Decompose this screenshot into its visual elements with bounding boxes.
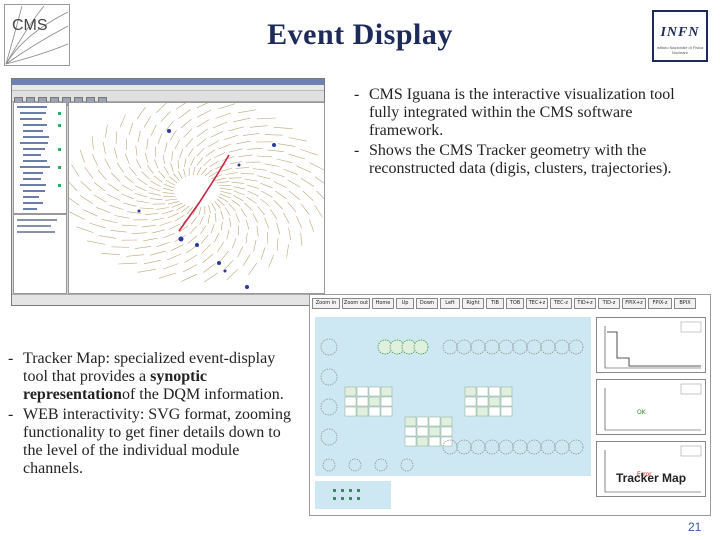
iguana-toolbar bbox=[12, 91, 324, 106]
bullet-iguana: -CMS Iguana is the interactive visualiza… bbox=[354, 86, 675, 139]
toolbar-button-home[interactable]: Home bbox=[372, 298, 394, 309]
svg-text:OK: OK bbox=[637, 409, 647, 416]
toolbar-button-zoom-in[interactable]: Zoom in bbox=[312, 298, 340, 309]
page-number: 21 bbox=[688, 520, 702, 534]
iguana-properties-panel bbox=[13, 214, 67, 294]
infn-logo-subtext: Istituto Nazionale di Fisica Nucleare bbox=[656, 45, 704, 55]
slide-title: Event Display bbox=[267, 18, 453, 51]
toolbar-button-tob[interactable]: TOB bbox=[506, 298, 524, 309]
cms-logo: CMS bbox=[4, 4, 70, 66]
infn-logo-text: INFN bbox=[660, 25, 700, 40]
toolbar-button-right[interactable]: Right bbox=[462, 298, 484, 309]
iguana-statusbar bbox=[12, 294, 324, 305]
histogram-panel: Error bbox=[596, 441, 706, 497]
bullet-web-interactivity: -WEB interactivity: SVG format, zooming … bbox=[8, 406, 291, 477]
bullet-tracker-map: -Tracker Map: specialized event-display … bbox=[8, 350, 284, 403]
left-bullet-list: -Tracker Map: specialized event-display … bbox=[8, 350, 300, 480]
toolbar-button-down[interactable]: Down bbox=[416, 298, 438, 309]
toolbar-button-tec-z[interactable]: TEC+z bbox=[526, 298, 548, 309]
svg-text:CMS: CMS bbox=[12, 17, 48, 34]
toolbar-button-left[interactable]: Left bbox=[440, 298, 460, 309]
toolbar-button-bpix[interactable]: BPIX bbox=[674, 298, 696, 309]
tracker-map-label: Tracker Map bbox=[616, 471, 687, 485]
histogram-panels: OK Error bbox=[596, 317, 706, 497]
toolbar-button-fpix-z[interactable]: FPIX+z bbox=[622, 298, 646, 309]
iguana-tree-panel bbox=[13, 102, 67, 214]
svg-text:Error: Error bbox=[637, 471, 652, 478]
toolbar-button-zoom-out[interactable]: Zoom out bbox=[342, 298, 370, 309]
toolbar-button-tib[interactable]: TIB bbox=[486, 298, 504, 309]
toolbar-button-fpix-z[interactable]: FPIX-z bbox=[648, 298, 672, 309]
bullet-geometry: -Shows the CMS Tracker geometry with the… bbox=[354, 142, 672, 177]
tracker-map-overview[interactable] bbox=[315, 481, 391, 509]
iguana-screenshot bbox=[11, 78, 329, 306]
toolbar-button-tec-z[interactable]: TEC-z bbox=[550, 298, 572, 309]
infn-logo: INFN Istituto Nazionale di Fisica Nuclea… bbox=[652, 10, 708, 62]
toolbar-button-tid-z[interactable]: TID-z bbox=[598, 298, 620, 309]
toolbar-button-tid-z[interactable]: TID+z bbox=[574, 298, 596, 309]
histogram-panel bbox=[596, 317, 706, 373]
histogram-panel: OK bbox=[596, 379, 706, 435]
tracker-map-canvas[interactable] bbox=[315, 317, 591, 476]
toolbar-button-up[interactable]: Up bbox=[396, 298, 414, 309]
iguana-3d-view bbox=[65, 99, 329, 294]
iguana-menubar bbox=[12, 85, 324, 91]
iguana-titlebar bbox=[12, 79, 324, 85]
right-bullet-list: -CMS Iguana is the interactive visualiza… bbox=[354, 86, 706, 180]
